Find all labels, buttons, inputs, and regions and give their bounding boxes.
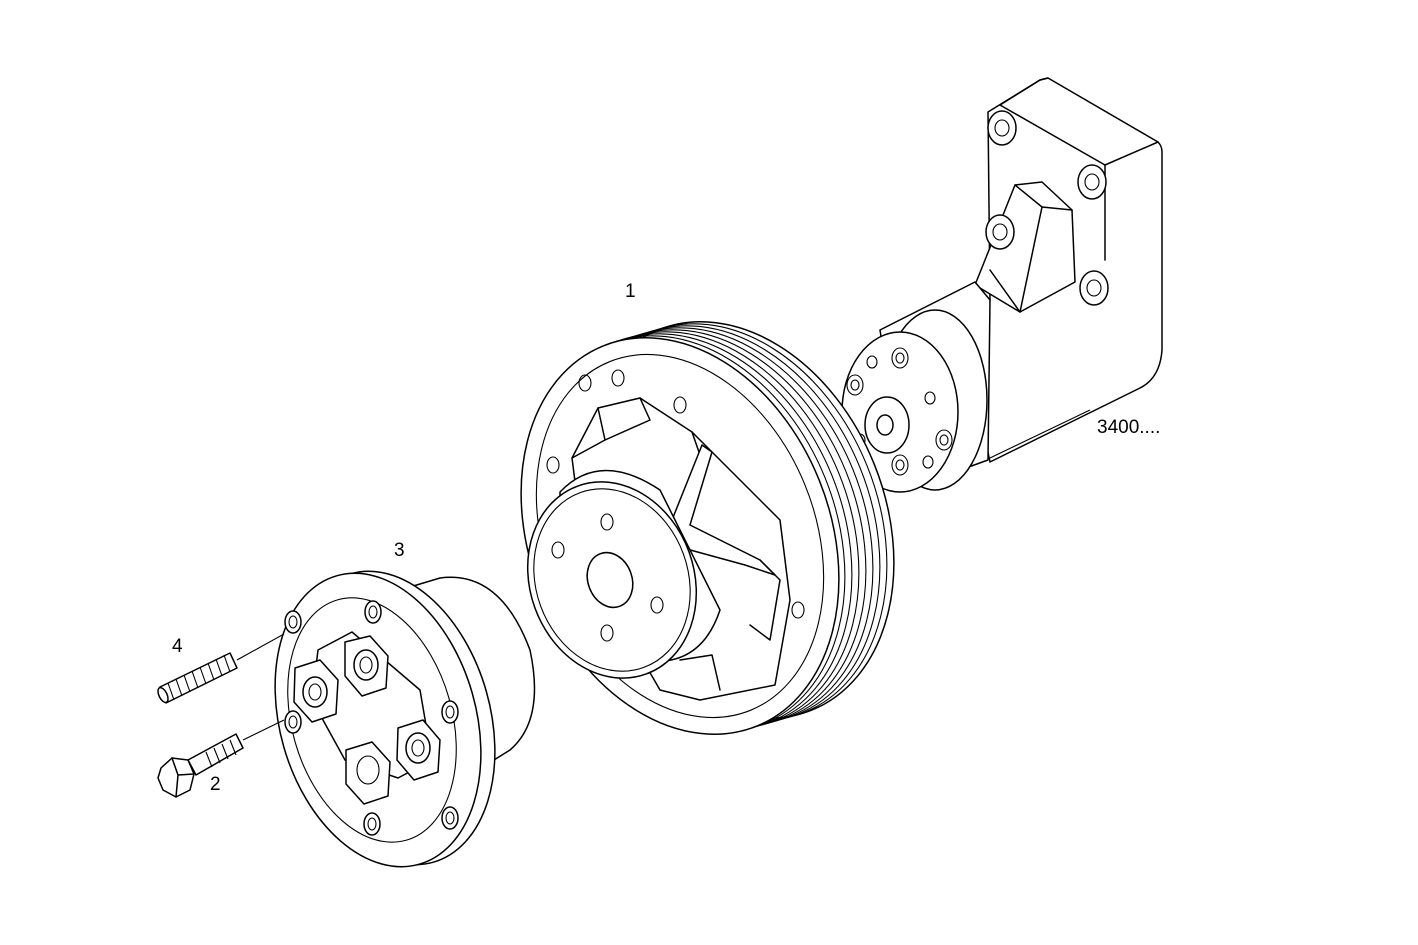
callout-label-2: 2 — [210, 774, 221, 795]
callout-label-4: 4 — [172, 636, 183, 657]
callout-label-1: 1 — [625, 281, 636, 302]
bracket-hole — [1079, 270, 1109, 306]
stud-bolt — [157, 633, 285, 704]
bracket-hole — [987, 110, 1017, 146]
assembly-reference-label: 3400.... — [1097, 417, 1161, 438]
pump-bracket-assembly — [841, 77, 1163, 493]
hex-boss — [396, 719, 441, 781]
pulley — [520, 321, 895, 735]
hex-bolt — [157, 719, 285, 798]
hex-boss — [344, 635, 389, 697]
callout-label-3: 3 — [394, 540, 405, 561]
hub-flange — [274, 570, 536, 868]
bracket-hole — [985, 214, 1015, 250]
hex-boss — [293, 659, 339, 723]
hex-boss — [345, 741, 391, 805]
bracket-hole — [1077, 164, 1107, 200]
